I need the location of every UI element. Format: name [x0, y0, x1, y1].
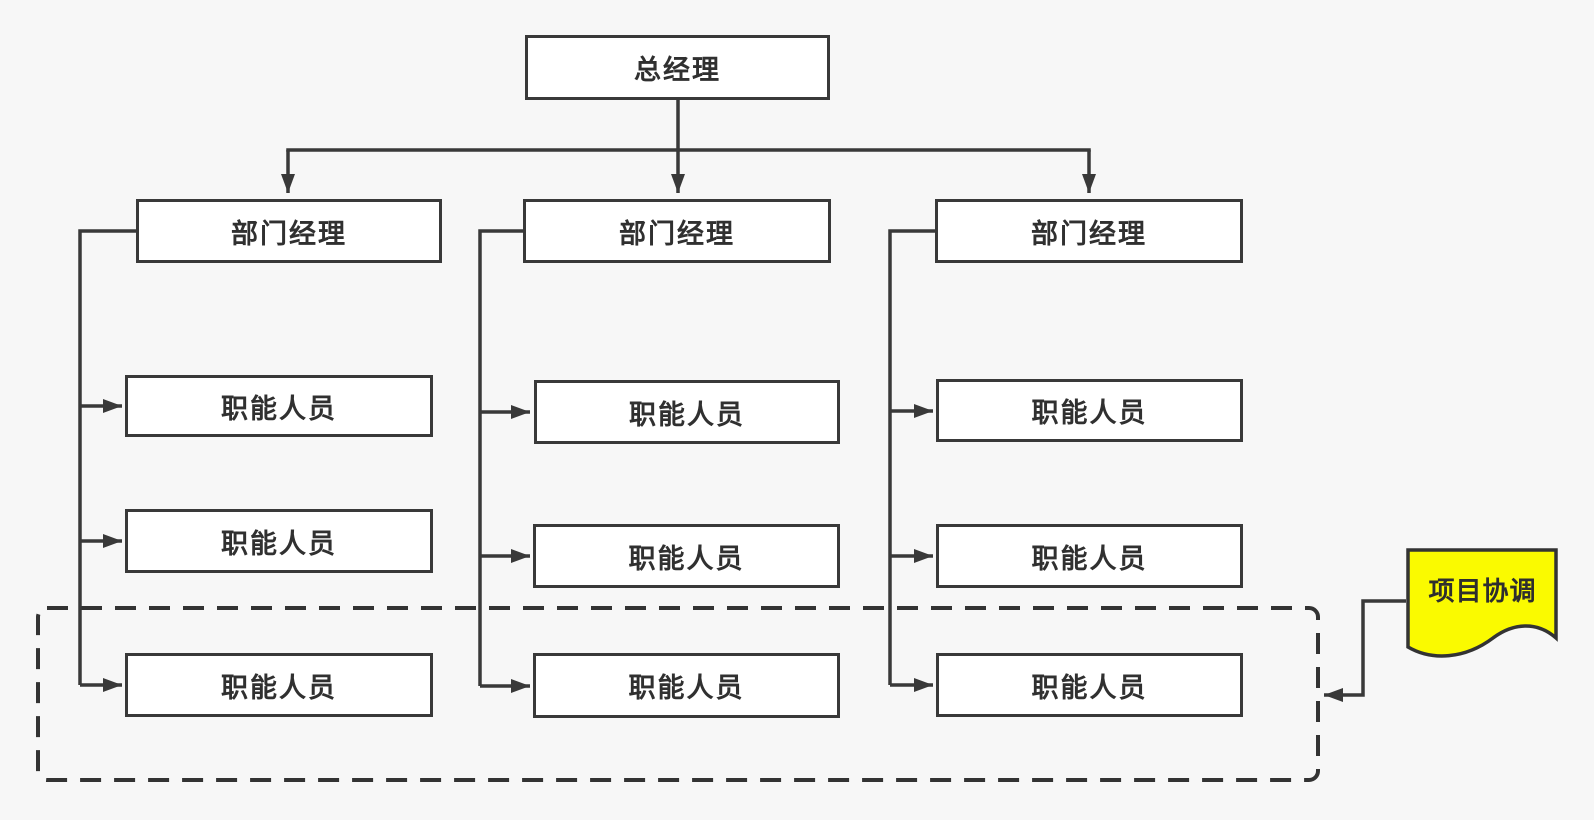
node-staff-c3-r1: 职能人员 — [936, 379, 1243, 442]
node-dept-manager-1: 部门经理 — [136, 199, 442, 263]
node-general-manager: 总经理 — [525, 35, 830, 100]
node-dept-manager-2: 部门经理 — [523, 199, 831, 263]
connector-column-1-spine — [78, 229, 136, 685]
node-staff-c3-r3: 职能人员 — [936, 653, 1243, 717]
node-staff-c2-r3: 职能人员 — [533, 653, 840, 718]
connector-column-3-spine — [888, 229, 935, 685]
note-project-coordination-label: 项目协调 — [1428, 575, 1537, 606]
connector-column-2-spine — [478, 229, 523, 686]
node-staff-c1-r2: 职能人员 — [125, 509, 433, 573]
node-dept-manager-3: 部门经理 — [935, 199, 1243, 263]
dashed-coordination-boundary — [36, 606, 1320, 782]
node-staff-c1-r1: 职能人员 — [125, 375, 433, 437]
document-note-shape — [1406, 548, 1558, 658]
node-staff-c2-r1: 职能人员 — [534, 380, 840, 444]
connector-note-to-boundary — [1324, 599, 1406, 702]
node-staff-c1-r3: 职能人员 — [125, 653, 433, 717]
node-staff-c2-r2: 职能人员 — [533, 524, 840, 588]
node-staff-c3-r2: 职能人员 — [936, 524, 1243, 588]
